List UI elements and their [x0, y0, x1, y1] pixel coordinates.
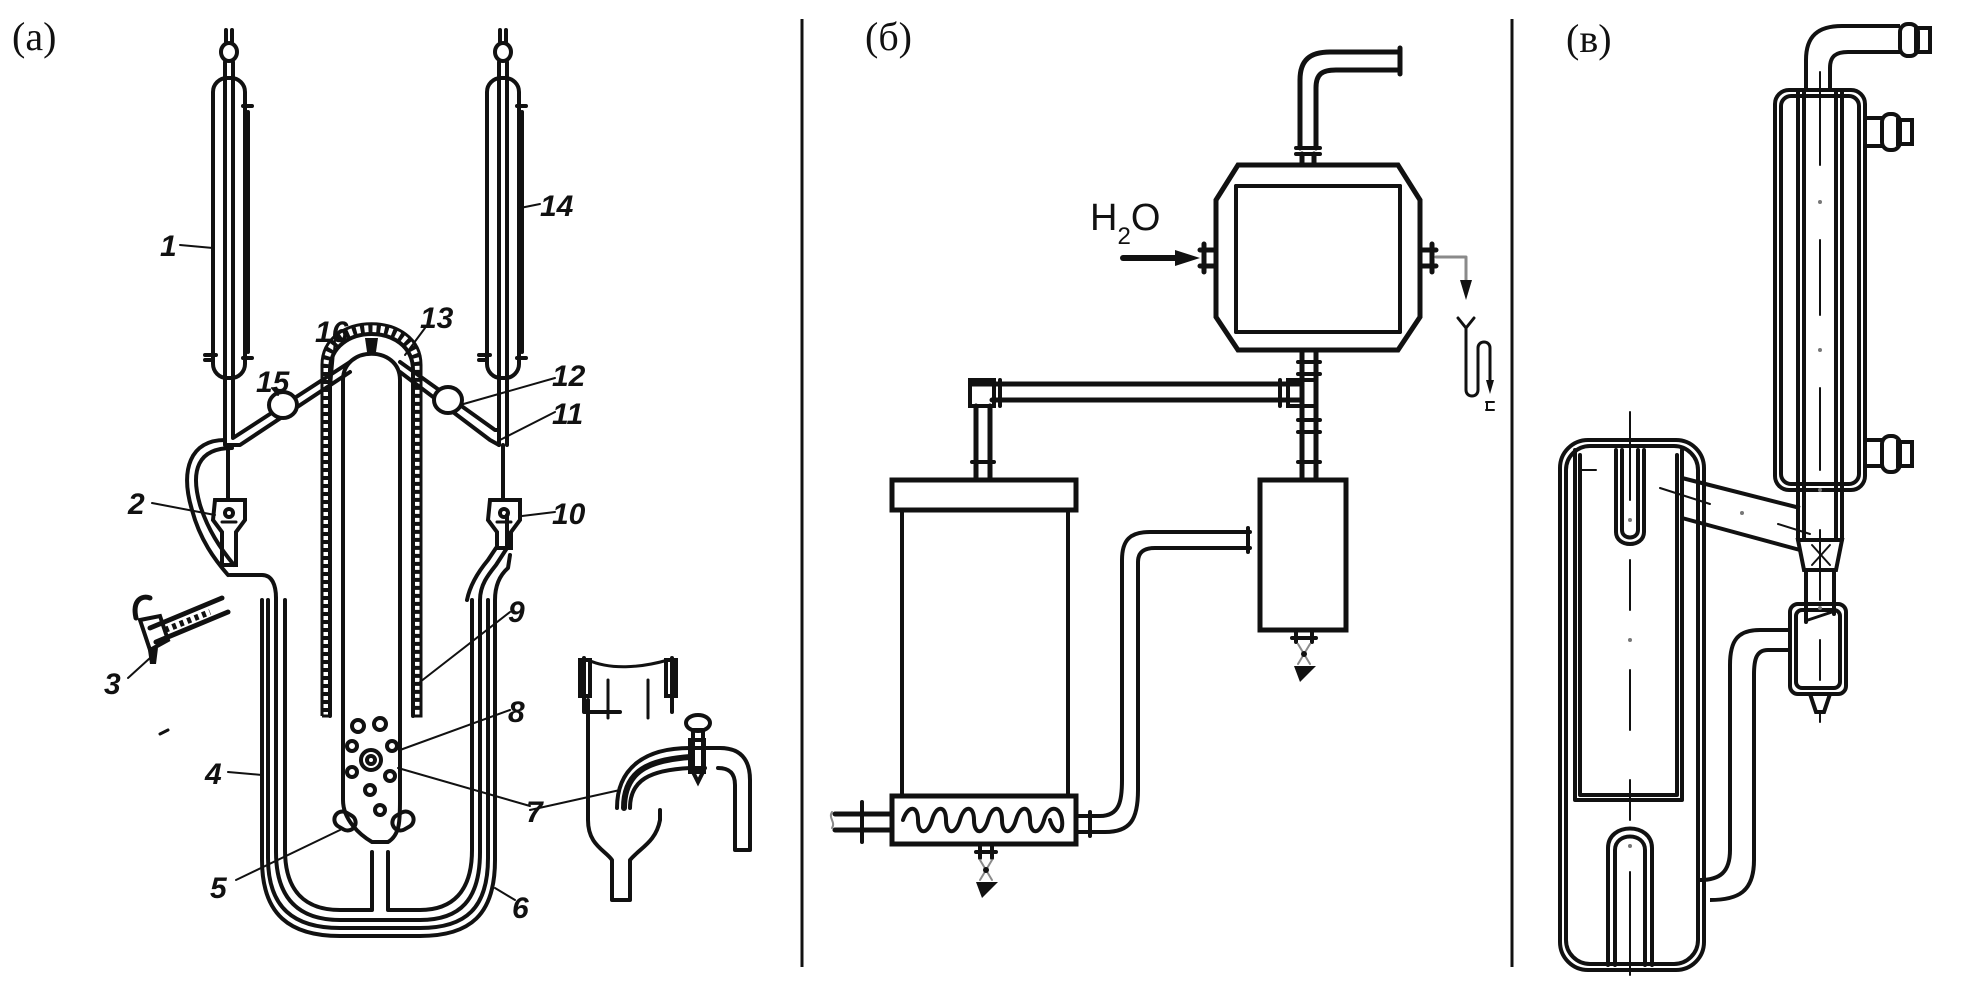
jacketed-column	[1773, 71, 1914, 542]
panel-b-label: (б)	[865, 14, 912, 59]
heating-coil	[901, 806, 1065, 834]
stopcock-3	[132, 594, 231, 664]
condenser	[1213, 162, 1423, 353]
callout-14: 14	[540, 190, 574, 223]
valve-12	[432, 385, 464, 415]
condenser-down-pipe	[1296, 347, 1322, 483]
callout-8: 8	[508, 696, 525, 729]
water-label: H2O	[1090, 197, 1160, 250]
jacket-port-upper	[1863, 112, 1914, 152]
trap-left	[185, 438, 247, 577]
callout-15: 15	[256, 366, 291, 399]
water-inlet: H2O	[1090, 197, 1219, 275]
trap-right	[485, 443, 522, 550]
callout-7: 7	[526, 796, 544, 829]
callout-leaders	[127, 203, 621, 901]
callout-4: 4	[204, 758, 222, 791]
stray-mark	[158, 728, 170, 736]
top-outlet	[1804, 22, 1932, 92]
callout-3: 3	[104, 668, 121, 701]
panel-a: (a)	[12, 14, 752, 938]
panel-v-label: (в)	[1566, 16, 1612, 61]
callout-13: 13	[420, 302, 454, 335]
return-tube	[1699, 628, 1790, 902]
drain-mark	[1485, 401, 1495, 411]
cross-arms	[223, 360, 501, 447]
callout-numbers: 1 2 3 4 5 6 7 8 9 10 11 12 13 14 15 16	[104, 190, 586, 925]
callout-12: 12	[552, 360, 586, 393]
heater-tube	[320, 322, 423, 718]
callout-10: 10	[552, 498, 586, 531]
cross-pipe	[968, 378, 1318, 483]
callout-11: 11	[552, 398, 583, 431]
receiver-box	[1257, 477, 1349, 682]
panel-b: (б) H2O	[829, 14, 1495, 898]
callout-6: 6	[512, 892, 529, 925]
drain-cock-detail	[578, 656, 752, 902]
jacket-port-lower	[1863, 434, 1914, 474]
side-arm	[1659, 476, 1845, 601]
valve-15	[267, 390, 299, 420]
outer-u-tube	[228, 513, 512, 938]
condenser-right	[477, 28, 528, 447]
boiling-vessel	[1558, 411, 1706, 976]
condenser-left	[203, 28, 254, 392]
reaction-column	[829, 477, 1252, 898]
callout-2: 2	[127, 488, 145, 521]
callout-1: 1	[160, 230, 177, 263]
panel-a-label: (a)	[12, 14, 56, 59]
callout-16: 16	[315, 316, 349, 349]
callout-9: 9	[508, 596, 525, 629]
exhaust-pipe	[1294, 45, 1403, 166]
panel-v: (в)	[1558, 16, 1932, 976]
lower-receiver	[1788, 568, 1848, 723]
callout-5: 5	[210, 872, 228, 905]
drain-outlet	[1417, 241, 1495, 411]
boiling-zone	[332, 714, 416, 844]
